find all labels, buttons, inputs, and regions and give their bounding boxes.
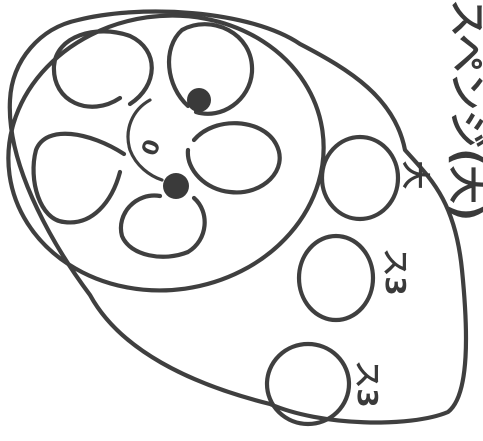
dot-upper — [187, 88, 211, 112]
side-circle-bottom — [267, 344, 349, 424]
dot-lower — [163, 173, 189, 199]
label-circle-bottom: ス3 — [351, 360, 384, 407]
side-circle-middle — [299, 236, 373, 320]
lobe-bottom — [121, 196, 205, 257]
side-circle-top — [322, 137, 398, 219]
lobe-top-left — [54, 31, 152, 106]
lobe-right — [188, 123, 280, 192]
label-circle-top: 大 — [399, 161, 432, 189]
outer-boundary-loop — [10, 12, 466, 423]
label-circle-middle: ス3 — [379, 248, 412, 295]
side-label: スペンジ(大) — [445, 0, 483, 221]
lobe-left — [34, 134, 124, 223]
center-mark: 0 — [138, 136, 167, 159]
